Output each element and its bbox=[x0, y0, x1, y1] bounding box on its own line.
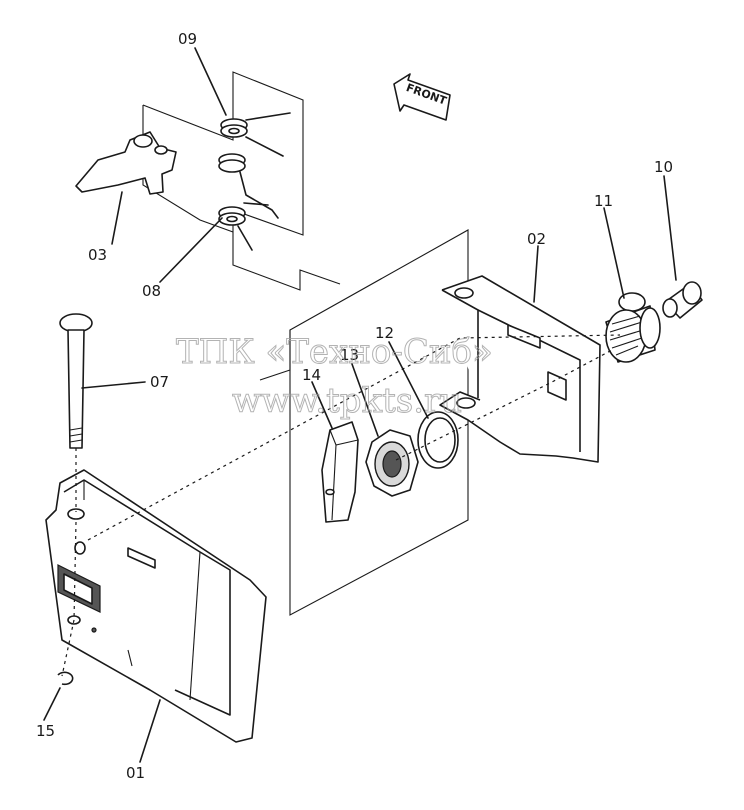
part-13-nut bbox=[365, 429, 419, 497]
callout-labels: 09 03 08 02 11 10 07 12 13 14 15 01 bbox=[36, 30, 673, 782]
middle-sheet-outline bbox=[259, 229, 469, 616]
callout-11: 11 bbox=[594, 192, 613, 210]
part-01-housing bbox=[45, 469, 267, 743]
part-14-plate bbox=[321, 421, 359, 523]
part-11-bushing bbox=[605, 292, 661, 363]
part-12-o-ring bbox=[417, 411, 459, 469]
part-08-spring bbox=[218, 153, 279, 251]
part-07-bolt bbox=[59, 313, 93, 449]
callout-13: 13 bbox=[340, 346, 359, 364]
callout-10: 10 bbox=[654, 158, 673, 176]
callout-09: 09 bbox=[178, 30, 197, 48]
upper-sheet-outline bbox=[142, 71, 341, 291]
leader-lines bbox=[43, 47, 677, 763]
part-02-bracket bbox=[439, 275, 601, 463]
callout-01: 01 bbox=[126, 764, 145, 782]
callout-08: 08 bbox=[142, 282, 161, 300]
watermark: ТПК «Техно-Сиб» www.tpkts.ru bbox=[176, 332, 494, 422]
callout-14: 14 bbox=[302, 366, 321, 384]
callout-07: 07 bbox=[150, 373, 169, 391]
callout-02: 02 bbox=[527, 230, 546, 248]
front-direction-arrow: FRONT bbox=[393, 73, 451, 121]
part-10-pin bbox=[662, 281, 703, 319]
callout-12: 12 bbox=[375, 324, 394, 342]
watermark-line2: www.tpkts.ru bbox=[232, 381, 462, 421]
callout-03: 03 bbox=[88, 246, 107, 264]
part-15-clip bbox=[57, 671, 74, 686]
callout-15: 15 bbox=[36, 722, 55, 740]
part-09-spring bbox=[220, 112, 291, 157]
part-03-lever bbox=[75, 131, 177, 195]
watermark-line1: ТПК «Техно-Сиб» bbox=[176, 332, 493, 372]
assembly-axes bbox=[61, 334, 621, 677]
